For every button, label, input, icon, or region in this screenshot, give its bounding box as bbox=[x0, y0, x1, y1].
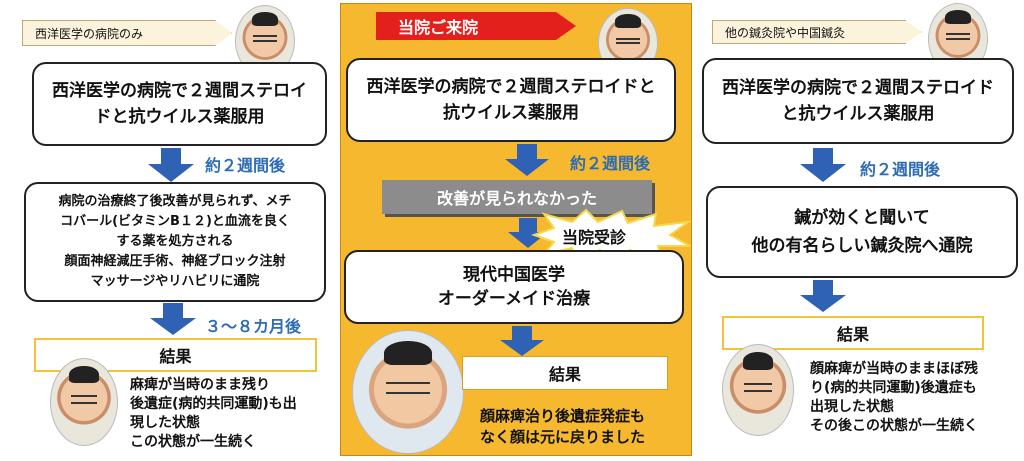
center-result-text: 顔麻痺治り後遺症発症も なく顔は元に戻りました bbox=[480, 406, 645, 448]
right-result-line: その後この状態が一生続く bbox=[810, 418, 978, 434]
patient-photo-right-bottom bbox=[722, 344, 794, 436]
right-interval-1: 約２週間後 bbox=[860, 160, 941, 179]
left-treatment-line: 病院の治療終了後改善が見られず、メチ bbox=[58, 194, 292, 209]
right-result-line: 顔麻痺が当時のままほぼ残 bbox=[810, 361, 978, 377]
center-tag-text: 当院ご来院 bbox=[398, 18, 479, 37]
left-arrow-2 bbox=[150, 303, 196, 335]
left-result-label: 結果 bbox=[34, 338, 317, 372]
right-tag: 他の鍼灸院や中国鍼灸 bbox=[712, 20, 922, 44]
right-box-steroid: 西洋医学の病院で２週間ステロイドと抗ウイルス薬服用 bbox=[702, 58, 1014, 144]
left-box-treatment: 病院の治療終了後改善が見られず、メチ コバール(ビタミンB１２)と血流を良く す… bbox=[24, 182, 326, 302]
center-treatment-line: オーダーメイド治療 bbox=[437, 289, 591, 309]
right-arrow-1 bbox=[800, 148, 846, 182]
right-result-line: 出現した状態 bbox=[810, 399, 894, 415]
center-result-label: 結果 bbox=[462, 356, 668, 390]
right-result-line: り(病的共同運動)後遺症も bbox=[810, 380, 977, 396]
center-arrow-2 bbox=[508, 218, 548, 248]
patient-photo-center-recovered bbox=[352, 330, 464, 454]
right-result-text: 顔麻痺が当時のままほぼ残 り(病的共同運動)後遺症も 出現した状態 その後この状… bbox=[810, 360, 978, 436]
center-arrow-3 bbox=[500, 326, 544, 356]
left-tag: 西洋医学の病院のみ bbox=[22, 20, 232, 46]
patient-photo-left-bottom bbox=[50, 358, 118, 446]
left-treatment-line: マッサージやリハビリに通院 bbox=[90, 274, 260, 289]
left-result-line: この状態が一生続く bbox=[130, 434, 256, 450]
center-tag: 当院ご来院 bbox=[376, 12, 576, 40]
center-box-treatment: 現代中国医学 オーダーメイド治療 bbox=[344, 250, 684, 324]
center-result-line: なく顔は元に戻りました bbox=[480, 428, 646, 446]
left-treatment-line: 顔面神経減圧手術、神経ブロック注射 bbox=[64, 254, 286, 269]
right-box-steroid-text: 西洋医学の病院で２週間ステロイドと抗ウイルス薬服用 bbox=[722, 78, 994, 124]
left-box-steroid-text: 西洋医学の病院で２週間ステロイドと抗ウイルス薬服用 bbox=[52, 81, 307, 127]
right-box-other-clinic: 鍼が効くと聞いて 他の有名らしい鍼灸院へ通院 bbox=[706, 186, 1018, 278]
center-interval-1: 約２週間後 bbox=[570, 154, 651, 173]
left-interval-1: 約２週間後 bbox=[205, 156, 286, 175]
left-result-line: 後遺症(病的共同運動)も出 bbox=[130, 396, 297, 412]
left-result-line: 麻痺が当時のまま残り bbox=[130, 377, 270, 393]
center-box-steroid-text: 西洋医学の病院で２週間ステロイドと抗ウイルス薬服用 bbox=[366, 77, 656, 123]
center-arrow-1 bbox=[505, 144, 549, 176]
center-no-improve-text: 改善が見られなかった bbox=[436, 189, 597, 208]
left-treatment-line: コバール(ビタミンB１２)と血流を良く bbox=[60, 214, 290, 229]
right-other-clinic-line: 鍼が効くと聞いて bbox=[794, 208, 930, 228]
left-interval-2: ３～８カ月後 bbox=[205, 317, 302, 336]
center-burst-text: 当院受診 bbox=[562, 228, 627, 247]
right-arrow-2 bbox=[800, 280, 846, 312]
center-result-line: 顔麻痺治り後遺症発症も bbox=[480, 407, 646, 425]
left-arrow-1 bbox=[148, 148, 194, 182]
left-result-line: 現した状態 bbox=[130, 415, 200, 431]
left-treatment-line: する薬を処方される bbox=[116, 234, 234, 249]
center-box-steroid: 西洋医学の病院で２週間ステロイドと抗ウイルス薬服用 bbox=[346, 58, 676, 142]
left-box-steroid: 西洋医学の病院で２週間ステロイドと抗ウイルス薬服用 bbox=[32, 62, 327, 146]
right-other-clinic-line: 他の有名らしい鍼灸院へ通院 bbox=[751, 236, 973, 256]
left-result-text: 麻痺が当時のまま残り 後遺症(病的共同運動)も出 現した状態 この状態が一生続く bbox=[130, 376, 297, 452]
center-no-improve-banner: 改善が見られなかった bbox=[382, 180, 652, 214]
center-treatment-line: 現代中国医学 bbox=[463, 265, 565, 285]
